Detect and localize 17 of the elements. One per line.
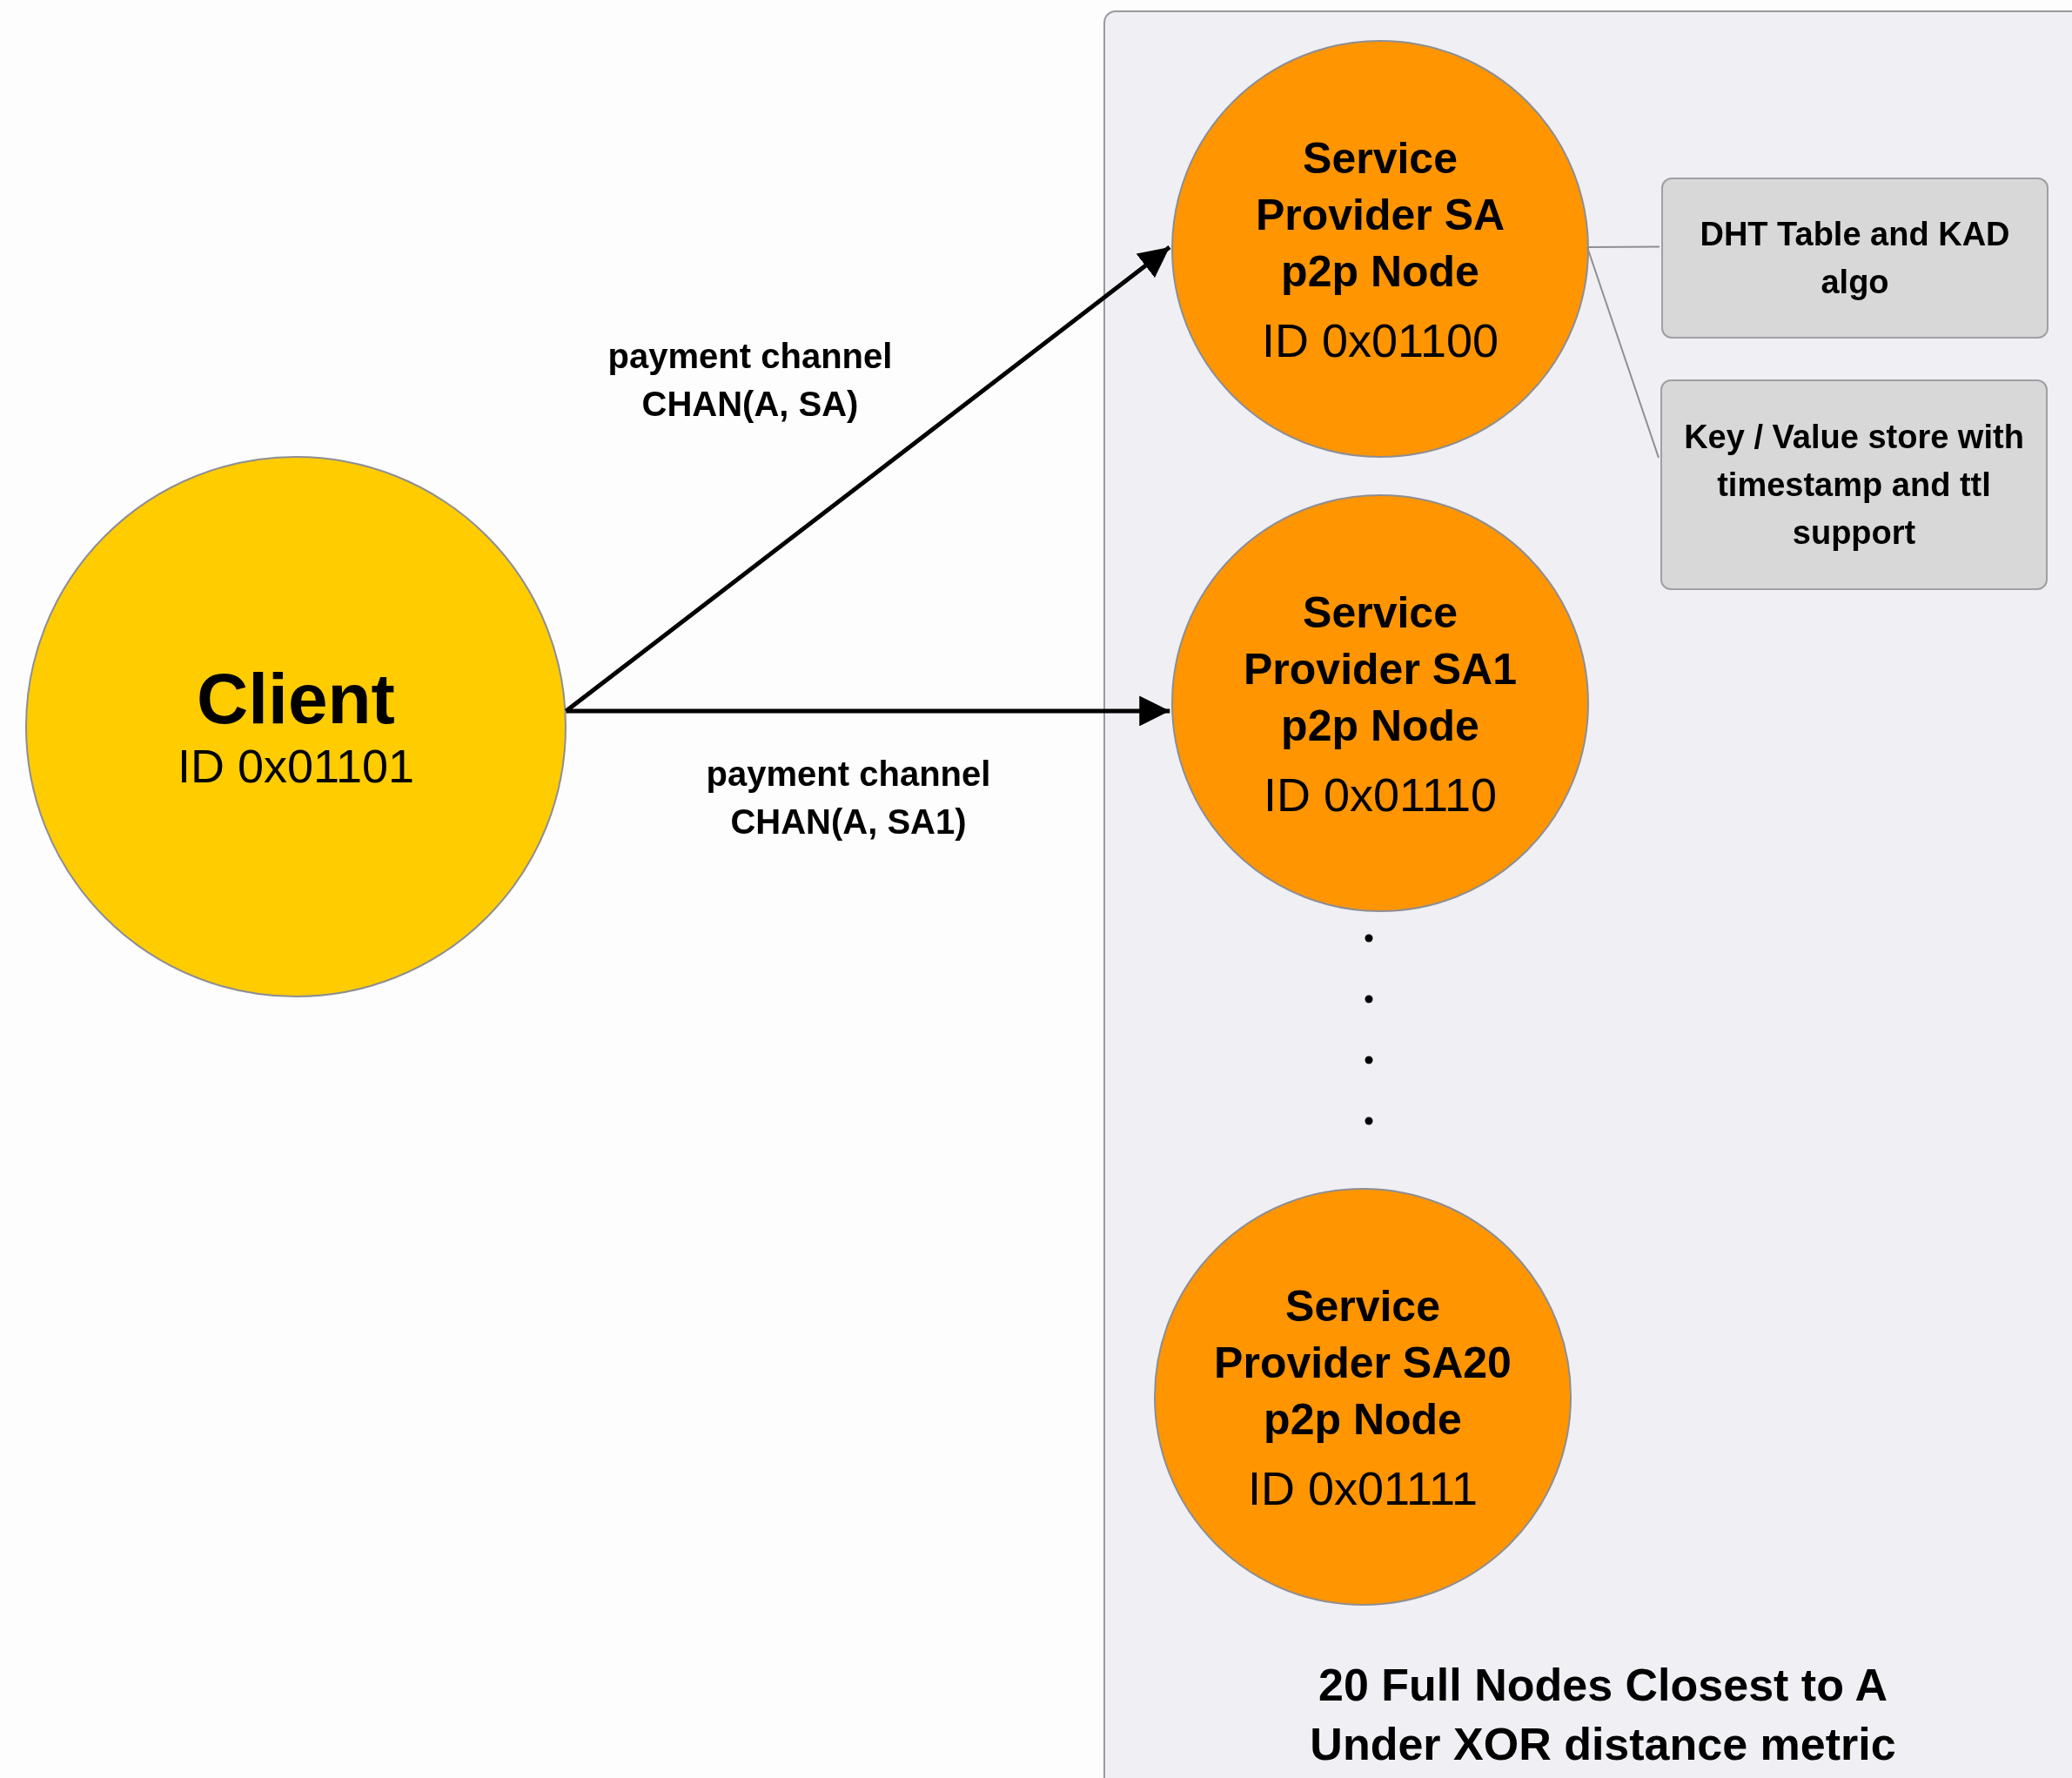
panel-title: 20 Full Nodes Closest to A Under XOR distance metric (1309, 1659, 1897, 1771)
info-box (1661, 178, 2049, 339)
group-panel (1103, 10, 2072, 1778)
leader-line (1586, 245, 1660, 248)
node-id: ID 0x01100 (1261, 312, 1499, 368)
node-id: ID 0x01111 (1247, 1460, 1479, 1516)
node-title: Service Provider SA20 p2p Node (1213, 1280, 1512, 1446)
node-title: Client (196, 660, 396, 738)
box-text: DHT Table and KAD algo (1699, 214, 2011, 302)
arrow (566, 695, 1170, 727)
node-id: ID 0x01101 (177, 739, 415, 794)
node-id: ID 0x01110 (1263, 767, 1498, 822)
leader-line (1586, 246, 1660, 459)
box-text: Key / Value store with timestamp and ttl support (1683, 417, 2025, 553)
node-title: Service Provider SA1 p2p Node (1243, 587, 1518, 752)
node-title: Service Provider SA p2p Node (1254, 132, 1506, 298)
info-box (1660, 379, 2048, 590)
